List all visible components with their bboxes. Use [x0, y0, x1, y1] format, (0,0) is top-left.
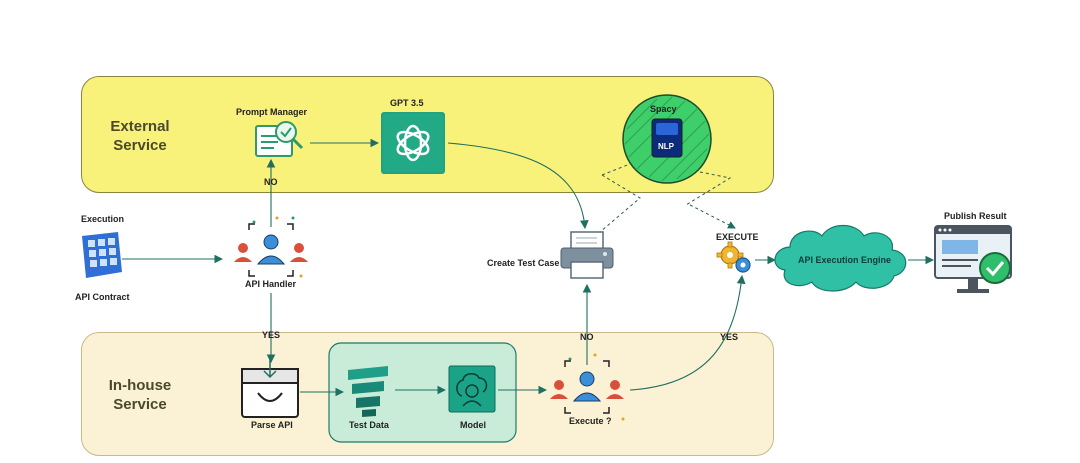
test-data-icon	[348, 366, 388, 417]
edge-label-no-prompt: NO	[264, 177, 278, 187]
publish-result-label: Publish Result	[944, 211, 1007, 221]
parse-api-icon	[241, 359, 299, 418]
prompt-manager-icon	[255, 121, 304, 157]
execute-top-label: EXECUTE	[716, 232, 759, 242]
edge-spacy-to-execute	[689, 204, 736, 229]
api-engine-cloud	[774, 224, 907, 292]
model-icon	[448, 365, 496, 413]
api-handler-label: API Handler	[245, 279, 297, 289]
model-label: Model	[460, 420, 486, 430]
api-contract-label: API Contract	[75, 292, 130, 302]
prompt-manager-label: Prompt Manager	[236, 107, 308, 117]
api-engine-label: API Execution Engine	[798, 255, 892, 265]
spacy-label: Spacy	[650, 104, 677, 114]
execute-question-label: Execute ?	[569, 416, 612, 426]
gears-icon	[716, 241, 751, 273]
nlp-badge: NLP	[658, 142, 674, 151]
gpt-label: GPT 3.5	[390, 98, 424, 108]
execution-label: Execution	[81, 214, 125, 224]
printer-icon	[560, 231, 614, 279]
edge-gpt-to-create	[447, 142, 589, 230]
edge-execute-to-gears	[629, 274, 746, 391]
gpt-logo-icon	[381, 112, 445, 174]
publish-result-icon	[934, 225, 1012, 293]
create-test-case-label: Create Test Case	[487, 258, 560, 268]
edge-label-no-create: NO	[580, 332, 594, 342]
edge-label-yes-execute: YES	[720, 332, 739, 342]
spacy-icon	[622, 94, 712, 184]
test-data-label: Test Data	[349, 420, 389, 430]
edge-label-yes-parse: YES	[262, 330, 281, 340]
external-service-title: External Service	[110, 118, 170, 154]
inhouse-service-title: In-house Service	[108, 377, 172, 413]
edge-spacy-dashed-2	[599, 174, 641, 233]
parse-api-label: Parse API	[251, 420, 293, 430]
api-handler-icon	[234, 216, 308, 278]
execute-decision-icon	[550, 353, 625, 421]
api-contract-icon	[82, 232, 122, 278]
